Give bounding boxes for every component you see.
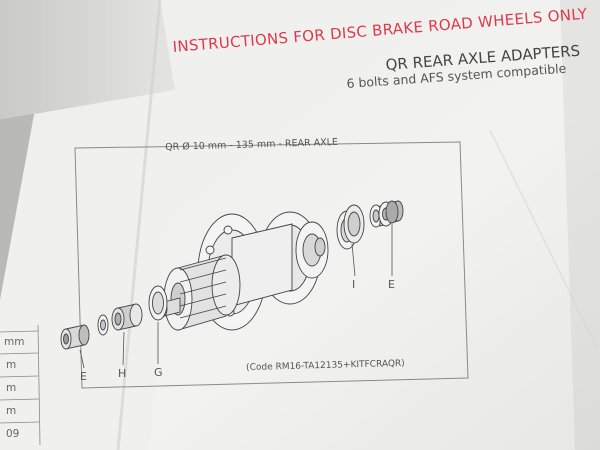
table-fragment: m <box>6 382 17 394</box>
table-fragment: m <box>6 359 17 371</box>
part-label-e-right: E <box>388 278 395 291</box>
part-label-h: H <box>118 367 127 380</box>
part-label-e-left: E <box>80 370 87 383</box>
part-label-i: I <box>352 278 356 291</box>
part-label-g: G <box>154 366 163 379</box>
table-fragment: mm <box>4 336 25 348</box>
table-fragment: m <box>6 405 17 417</box>
hub-body <box>160 211 329 331</box>
table-fragment: 09 <box>6 428 20 440</box>
